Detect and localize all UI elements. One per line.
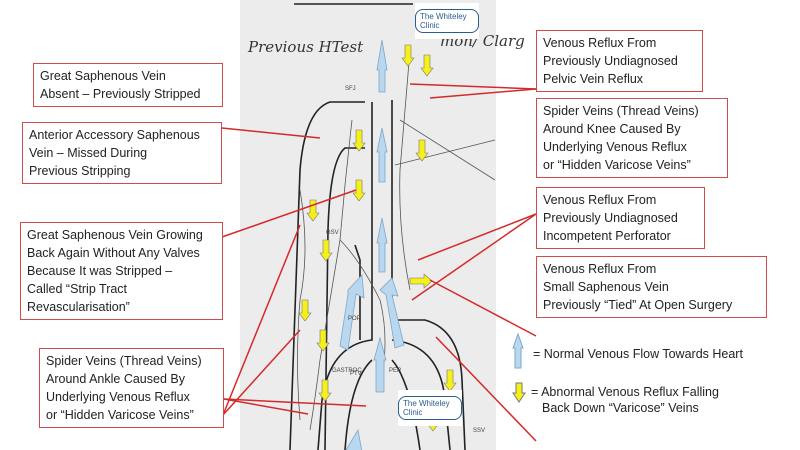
sketch-paper: [240, 0, 496, 450]
label-gsv: GSV: [326, 230, 339, 236]
yellow-down-arrow-icon: [352, 129, 366, 152]
yellow-down-arrow-icon: [443, 369, 457, 392]
blue-up-arrow-icon: [345, 428, 363, 450]
yellow-down-arrow-icon: [352, 179, 366, 202]
yellow-down-arrow-icon: [401, 44, 415, 67]
callout-ankle-spider-veins: Spider Veins (Thread Veins)Around Ankle …: [39, 348, 224, 428]
yellow-down-arrow-icon: [316, 329, 330, 352]
blue-up-arrow-icon: [373, 336, 387, 393]
yellow-down-arrow-icon: [306, 199, 320, 222]
whiteley-logo-bottom: The Whiteley Clinic: [398, 390, 462, 426]
legend-normal-flow: = Normal Venous Flow Towards Heart: [533, 347, 743, 361]
label-pop: POP: [348, 316, 361, 322]
normal-flow-arrows: [339, 39, 405, 450]
blue-up-arrow-icon: [339, 274, 365, 351]
reflux-arrows: [298, 44, 457, 432]
label-per: PER: [389, 368, 402, 374]
yellow-down-arrow-icon: [318, 379, 332, 402]
legend-icons: [512, 332, 526, 403]
vein-labels: SFJ GSV POP GASTROC SSV PER PTV: [326, 86, 485, 434]
yellow-down-arrow-icon: [298, 299, 312, 322]
handwriting-left: Previous HTest: [248, 38, 364, 56]
yellow-down-arrow-icon: [319, 239, 333, 262]
blue-up-arrow-icon: [376, 217, 388, 273]
yellow-down-arrow-icon: [415, 139, 429, 162]
callout-pointers: [221, 83, 537, 442]
blue-up-arrow-icon: [379, 277, 405, 349]
label-ptv: PTV: [350, 371, 362, 377]
leg-outline: [289, 3, 466, 450]
blue-up-arrow-icon: [376, 39, 388, 93]
blue-up-arrow-icon: [376, 127, 388, 183]
callout-knee-spider-veins: Spider Veins (Thread Veins)Around Knee C…: [536, 98, 728, 178]
label-ssv: SSV: [473, 428, 485, 434]
legend-blue-arrow-icon: [512, 332, 524, 369]
label-gastroc: GASTROC: [332, 368, 362, 374]
yellow-down-arrow-icon: [409, 273, 433, 289]
whiteley-logo-top: The Whiteley Clinic: [415, 3, 479, 39]
yellow-down-arrow-icon: [420, 54, 434, 77]
label-sfj: SFJ: [345, 86, 356, 92]
legend-yellow-arrow-icon: [512, 382, 526, 403]
legend-abnormal-reflux: = Abnormal Venous Reflux Falling Back Do…: [531, 385, 719, 415]
